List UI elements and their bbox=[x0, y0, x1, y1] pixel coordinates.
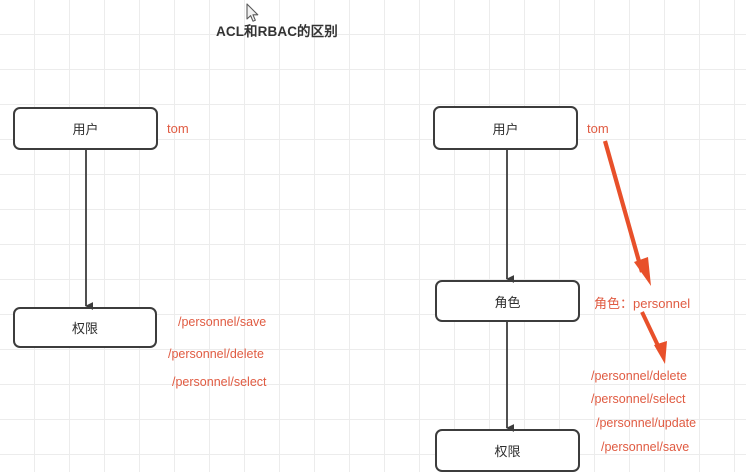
right-permission-annotation-3: /personnel/update bbox=[596, 416, 697, 430]
left-user-annotation: tom bbox=[167, 121, 189, 136]
right-user-node[interactable]: 用户 bbox=[433, 106, 578, 150]
right-role-node-label: 角色 bbox=[494, 294, 521, 310]
left-permission-node-label: 权限 bbox=[71, 321, 98, 336]
right-permission-node-label: 权限 bbox=[494, 444, 521, 459]
right-user-annotation: tom bbox=[587, 121, 609, 136]
right-permission-annotation-1: /personnel/delete bbox=[591, 369, 687, 383]
right-role-node[interactable]: 角色 bbox=[435, 280, 580, 322]
red-arrow-role-to-permissions bbox=[640, 311, 667, 364]
left-user-node[interactable]: 用户 bbox=[13, 107, 158, 150]
page-title: ACL和RBAC的区别 bbox=[216, 24, 338, 39]
right-permission-node[interactable]: 权限 bbox=[435, 429, 580, 472]
red-arrow-user-to-role bbox=[602, 140, 651, 286]
right-user-node-label: 用户 bbox=[492, 121, 519, 137]
left-user-node-label: 用户 bbox=[72, 122, 99, 137]
right-permission-annotation-4: /personnel/save bbox=[601, 440, 690, 454]
left-permission-annotation-1: /personnel/save bbox=[178, 315, 267, 329]
left-permission-annotation-2: /personnel/delete bbox=[168, 347, 264, 361]
left-permission-node[interactable]: 权限 bbox=[13, 307, 157, 348]
right-permission-annotation-2: /personnel/select bbox=[591, 392, 686, 406]
mouse-pointer-icon bbox=[246, 3, 259, 22]
right-role-annotation: 角色：personnel bbox=[594, 296, 691, 311]
left-permission-annotation-3: /personnel/select bbox=[172, 375, 267, 389]
